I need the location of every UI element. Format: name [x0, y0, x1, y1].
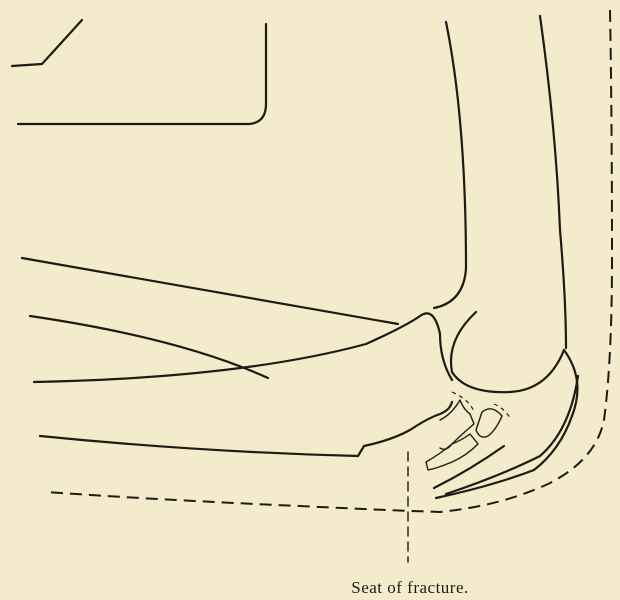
forearm-upper-line: [22, 258, 398, 324]
humeral-condyle: [451, 312, 564, 392]
frame-corner-top-left: [12, 20, 82, 66]
upper-arm-front-outline: [434, 22, 466, 308]
ulna-lower-outline: [40, 402, 452, 456]
figure-caption: Seat of fracture.: [300, 578, 520, 598]
olecranon-inner-line: [446, 376, 578, 494]
frame-corner-top-right: [18, 24, 266, 124]
upper-arm-back-outline: [540, 16, 566, 348]
fracture-fragment-3: [476, 409, 502, 437]
radius-outline: [34, 313, 452, 382]
fracture-fragment-2: [426, 434, 478, 470]
skin-outline-dashed: [46, 10, 612, 512]
